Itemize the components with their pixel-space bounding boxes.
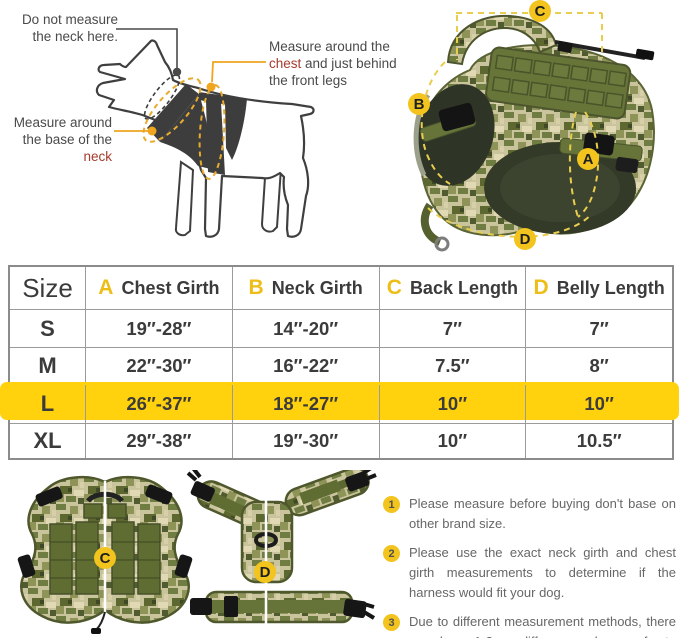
chest-dot xyxy=(206,82,216,92)
notes-list: 1 Please measure before buying don't bas… xyxy=(383,494,676,638)
annotation-chest: Measure around the chest and just behind… xyxy=(269,38,399,89)
note-number-badge: 1 xyxy=(383,496,400,513)
cell-back: 7″ xyxy=(380,310,527,347)
note-text: Please measure before buying don't base … xyxy=(409,496,676,531)
harness-flatlay-photos xyxy=(17,470,377,634)
highlight-band-row-l xyxy=(0,382,679,420)
flatlay-badge-c: C xyxy=(94,547,116,569)
table-row-s: S 19″-28″ 14″-20″ 7″ 7″ xyxy=(10,310,672,348)
header-letter-b: B xyxy=(248,276,264,299)
annotation-line: the neck here. xyxy=(32,29,118,44)
note-item: 1 Please measure before buying don't bas… xyxy=(383,494,676,534)
chest-measure-dashed-ellipse xyxy=(198,84,226,180)
table-row-m: M 22″-30″ 16″-22″ 7.5″ 8″ xyxy=(10,348,672,385)
header-back-length: C Back Length xyxy=(380,267,527,309)
cell-belly: 10″ xyxy=(584,393,614,414)
cell-back: 7.5″ xyxy=(380,348,527,384)
cell-belly: 10.5″ xyxy=(576,430,622,451)
header-letter-d: D xyxy=(533,276,549,299)
belly-panel-photo xyxy=(186,470,377,624)
flatlay-badge-d: D xyxy=(254,561,276,583)
header-size: Size xyxy=(10,267,86,309)
harness-photo xyxy=(413,12,655,252)
annotation-line: Measure around the xyxy=(269,39,390,54)
annotation-line: chest and just behind xyxy=(269,55,399,72)
note-number-badge: 2 xyxy=(383,545,400,562)
table-row-xl: XL 29″-38″ 19″-30″ 10″ 10.5″ xyxy=(10,424,672,458)
cell-back: 10″ xyxy=(380,424,527,458)
row-label: M xyxy=(10,348,86,384)
point-badge-d: D xyxy=(514,228,536,250)
header-belly-length: D Belly Length xyxy=(526,267,672,309)
chest-word: chest xyxy=(269,56,302,71)
no-measure-connector xyxy=(116,28,178,68)
cell-belly: 7″ xyxy=(589,317,609,339)
cell-chest: 29″-38″ xyxy=(86,424,233,458)
size-table-header: Size A Chest Girth B Neck Girth C Back L… xyxy=(10,267,672,310)
harness-handle xyxy=(446,14,558,66)
size-table: Size A Chest Girth B Neck Girth C Back L… xyxy=(8,265,674,460)
cell-neck: 19″-30″ xyxy=(233,424,380,458)
annotation-neck: Measure around the base of the neck xyxy=(4,114,112,165)
point-badge-b: B xyxy=(408,93,430,115)
cell-neck: 18″-27″ xyxy=(233,385,380,423)
row-label: XL xyxy=(10,424,86,458)
row-label: L xyxy=(10,385,86,423)
neck-word: neck xyxy=(83,149,112,164)
header-label: Chest Girth xyxy=(121,277,220,298)
header-neck-girth: B Neck Girth xyxy=(233,267,380,309)
note-text: Due to different measurement methods, th… xyxy=(409,614,676,638)
dog-harness-shape xyxy=(147,84,247,175)
chest-connector xyxy=(211,61,266,83)
header-chest-girth: A Chest Girth xyxy=(86,267,233,309)
annotation-do-not-measure: Do not measure the neck here. xyxy=(8,11,118,45)
cell-chest: 26″-37″ xyxy=(86,385,233,423)
table-row-l-highlighted: L 26″-37″ 18″-27″ 10″ 10″ xyxy=(10,385,672,424)
cell-chest: 19″-28″ xyxy=(86,310,233,347)
row-label: S xyxy=(10,310,86,347)
neck-dot xyxy=(147,126,157,136)
annotation-line-rest: and just behind xyxy=(301,56,397,71)
point-badge-a: A xyxy=(577,148,599,170)
cell-neck: 14″-20″ xyxy=(233,310,380,347)
header-label: Neck Girth xyxy=(271,277,363,298)
no-measure-dot xyxy=(172,67,182,77)
cell-chest: 22″-30″ xyxy=(86,348,233,384)
neck-measure-dashed-ellipse xyxy=(142,77,202,143)
header-label: Belly Length xyxy=(556,277,665,298)
note-item: 2 Please use the exact neck girth and ch… xyxy=(383,543,676,603)
annotation-line: Do not measure xyxy=(21,12,118,27)
dog-illustration xyxy=(95,28,315,238)
note-number-badge: 3 xyxy=(383,614,400,631)
header-letter-c: C xyxy=(386,276,402,299)
header-letter-a: A xyxy=(98,276,114,299)
header-label: Back Length xyxy=(409,277,518,298)
note-text: Please use the exact neck girth and ches… xyxy=(409,545,676,600)
annotation-line: Measure around xyxy=(13,115,112,130)
point-badge-c: C xyxy=(529,0,551,22)
annotation-line: the front legs xyxy=(269,73,348,88)
cell-back: 10″ xyxy=(380,385,527,423)
annotation-line: the base of the xyxy=(22,132,112,147)
cell-belly: 8″ xyxy=(589,355,609,376)
note-item: 3 Due to different measurement methods, … xyxy=(383,612,676,638)
measure-dashes xyxy=(420,12,603,238)
cell-neck: 16″-22″ xyxy=(233,348,380,384)
molle-panel xyxy=(485,46,632,120)
